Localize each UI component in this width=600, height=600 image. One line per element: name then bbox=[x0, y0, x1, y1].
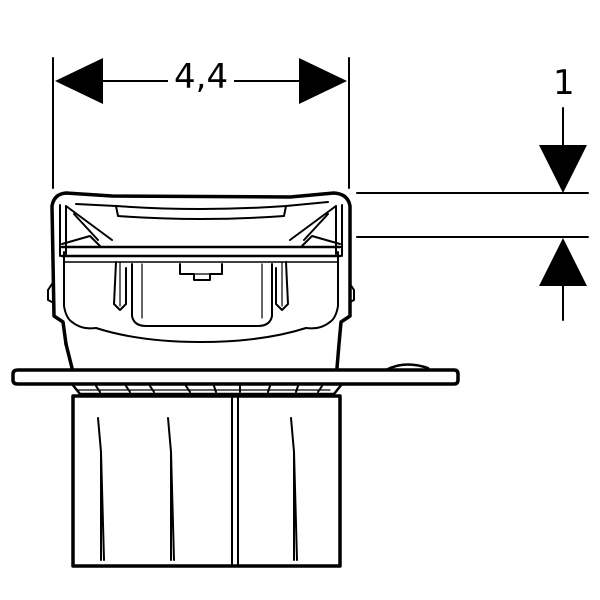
arrowhead-left bbox=[55, 58, 103, 104]
cap-housing bbox=[47, 191, 355, 370]
flange bbox=[11, 363, 460, 396]
flange-plate bbox=[11, 368, 460, 386]
cap-outline bbox=[50, 191, 352, 370]
pipe-rib-2 bbox=[167, 417, 175, 561]
pipe-rib-1 bbox=[97, 417, 105, 561]
arrowhead-up bbox=[539, 238, 587, 286]
center-window bbox=[131, 263, 273, 327]
center-tab bbox=[179, 263, 223, 281]
height-dimension bbox=[356, 107, 589, 321]
pipe-body bbox=[71, 394, 342, 568]
pipe-rib-3 bbox=[290, 417, 298, 561]
arrowhead-down bbox=[539, 145, 587, 193]
lower-pipe bbox=[71, 394, 342, 568]
height-dimension-label: 1 bbox=[553, 63, 575, 103]
arrowhead-right bbox=[299, 58, 347, 104]
width-dimension-label: 4,4 bbox=[168, 60, 235, 94]
